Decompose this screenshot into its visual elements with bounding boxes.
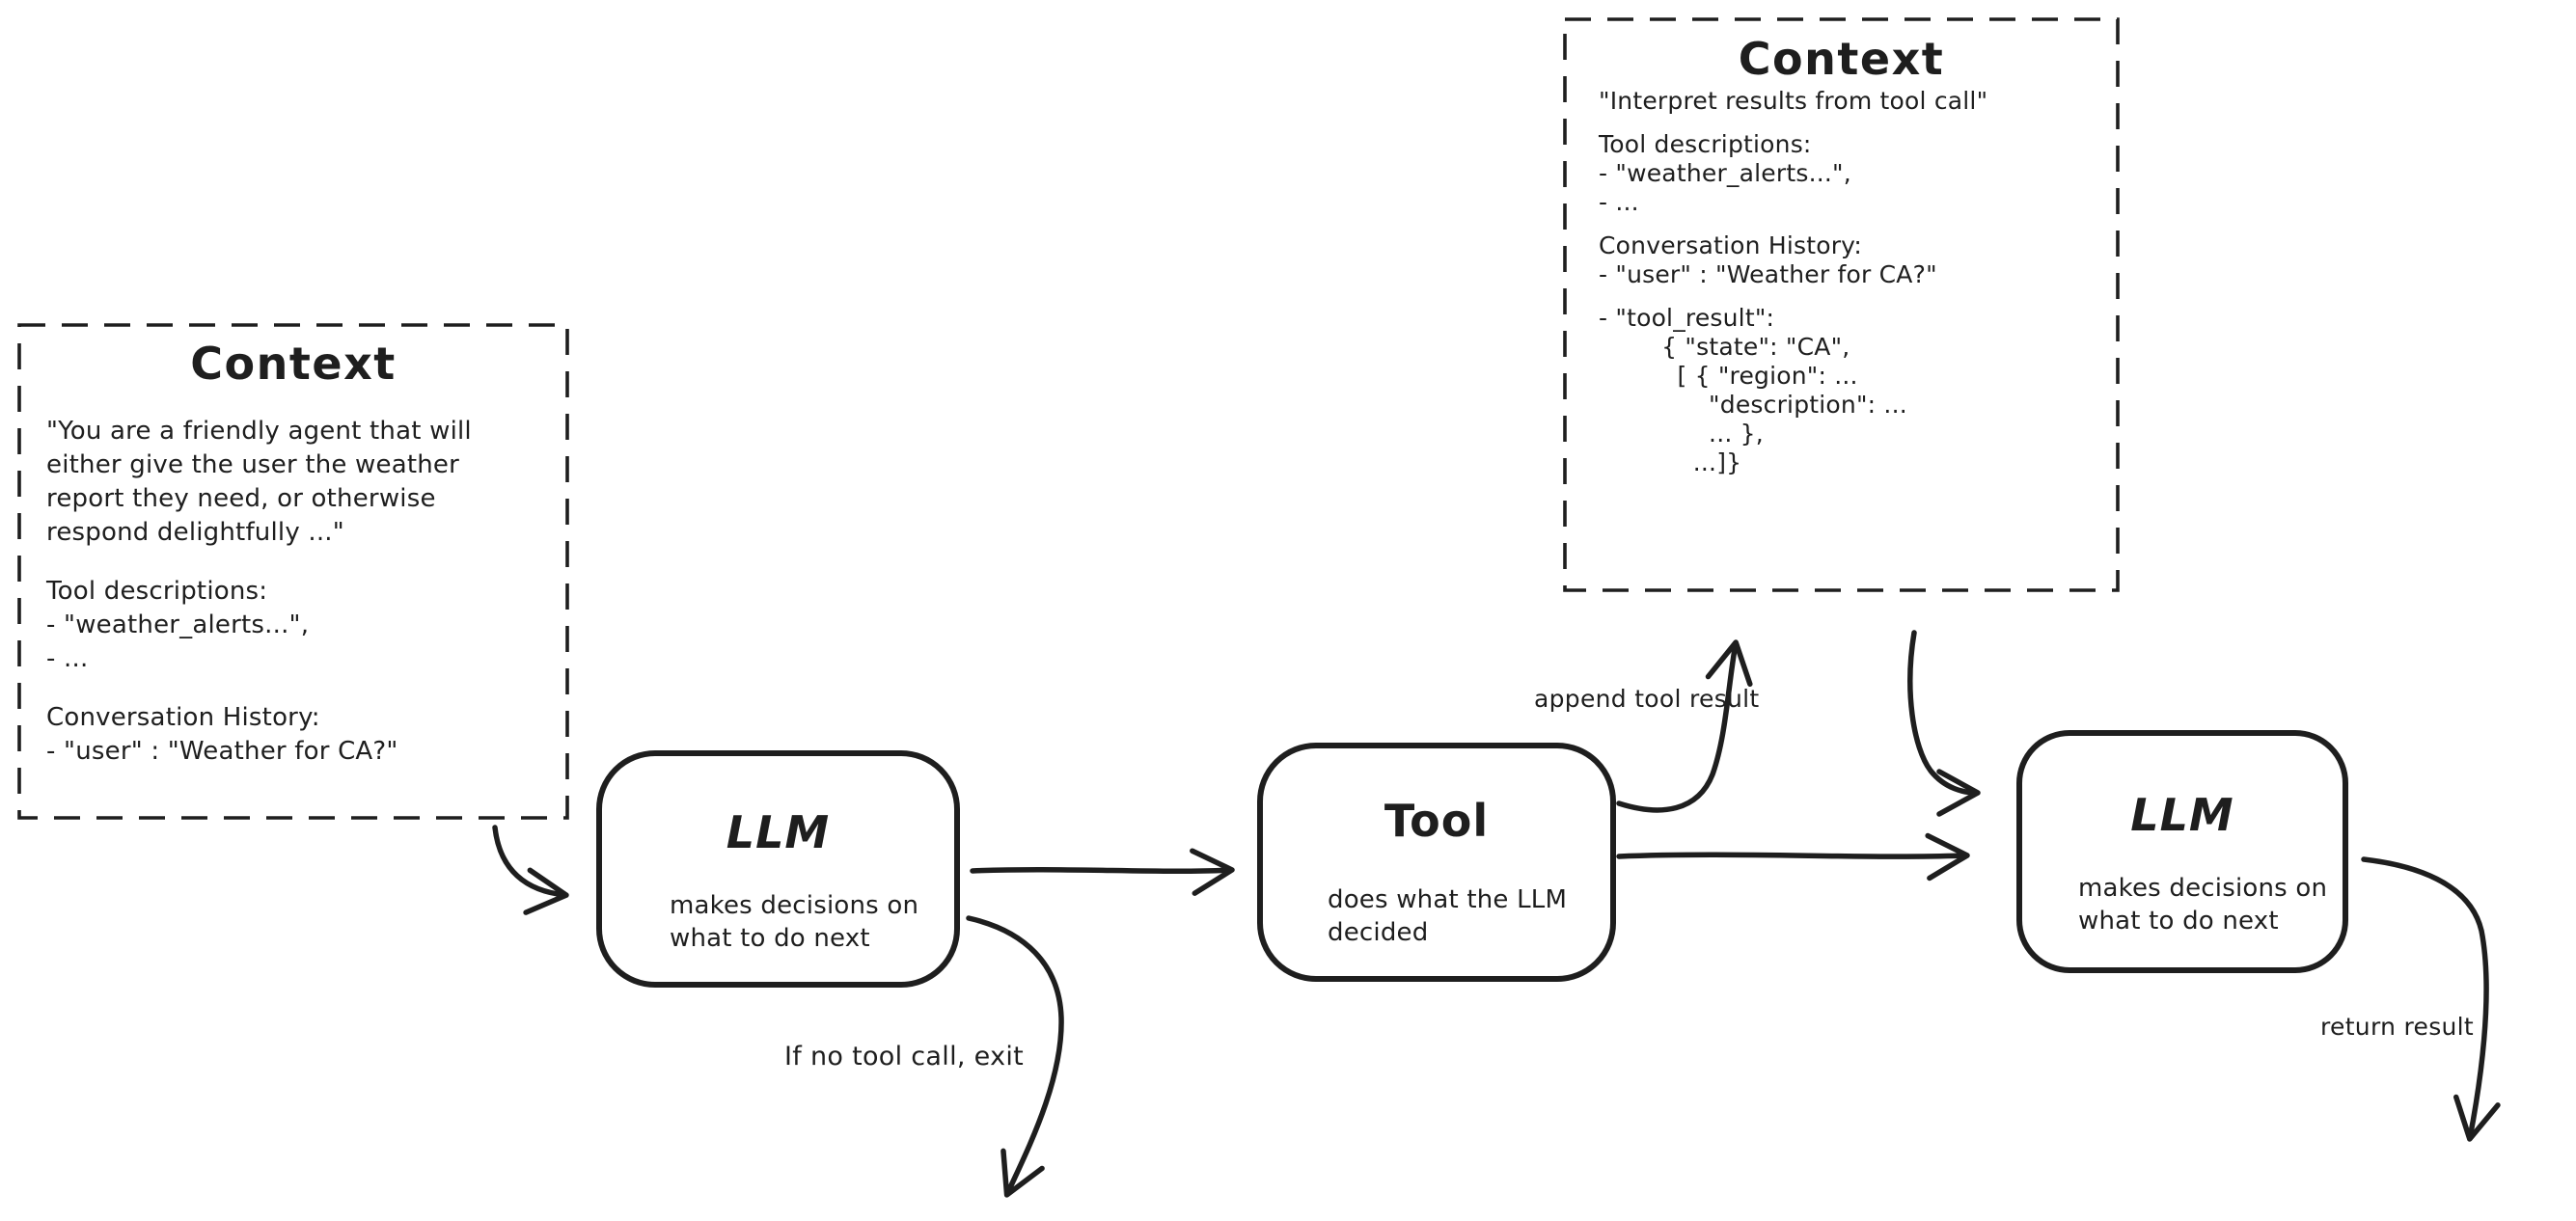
arrow-context-top-to-llm2 [1907, 630, 1981, 817]
edge-label-return-result: return result [2320, 1013, 2475, 1041]
context-top-tool-descriptions: Tool descriptions: - "weather_alerts..."… [1599, 130, 1851, 216]
tool-title: Tool [1384, 795, 1490, 847]
arrow-llm1-to-tool [970, 848, 1235, 896]
context-left-tool-descriptions: Tool descriptions: - "weather_alerts..."… [46, 577, 310, 673]
llm1-title: LLM [726, 806, 831, 858]
context-left-system-prompt: "You are a friendly agent that will eith… [46, 417, 472, 547]
context-top-system-prompt: "Interpret results from tool call" [1599, 87, 1988, 115]
edge-label-append-tool-result: append tool result [1534, 685, 1760, 713]
context-left-title: Context [190, 338, 397, 390]
context-left-body: "You are a friendly agent that will eith… [46, 415, 548, 769]
context-top-conversation-history: Conversation History: - "user" : "Weathe… [1599, 231, 1937, 288]
llm2-subtitle: makes decisions on what to do next [2078, 874, 2328, 936]
context-top-body: "Interpret results from tool call" Tool … [1599, 87, 2100, 477]
context-top-title: Context [1738, 33, 1945, 85]
tool-node-box [1257, 743, 1616, 982]
context-left-conversation-history: Conversation History: - "user" : "Weathe… [46, 703, 398, 766]
context-top-box [1563, 17, 2120, 592]
edge-label-if-no-tool-call-exit: If no tool call, exit [784, 1042, 1025, 1072]
llm-node-1-box [596, 750, 960, 988]
arrow-llm2-return-result [2361, 856, 2501, 1142]
context-top-tool-result: - "tool_result": { "state": "CA", [ { "r… [1599, 304, 1907, 476]
arrow-context-left-to-llm1 [492, 825, 569, 915]
llm2-title: LLM [2130, 789, 2234, 841]
llm1-subtitle: makes decisions on what to do next [670, 891, 919, 953]
arrow-tool-to-context-top [1616, 639, 1753, 813]
tool-subtitle: does what the LLM decided [1328, 885, 1568, 947]
arrow-tool-to-llm2 [1616, 832, 1970, 882]
llm-node-2-box [2016, 730, 2348, 973]
arrow-llm1-exit [966, 915, 1064, 1198]
context-left-box [17, 323, 569, 820]
